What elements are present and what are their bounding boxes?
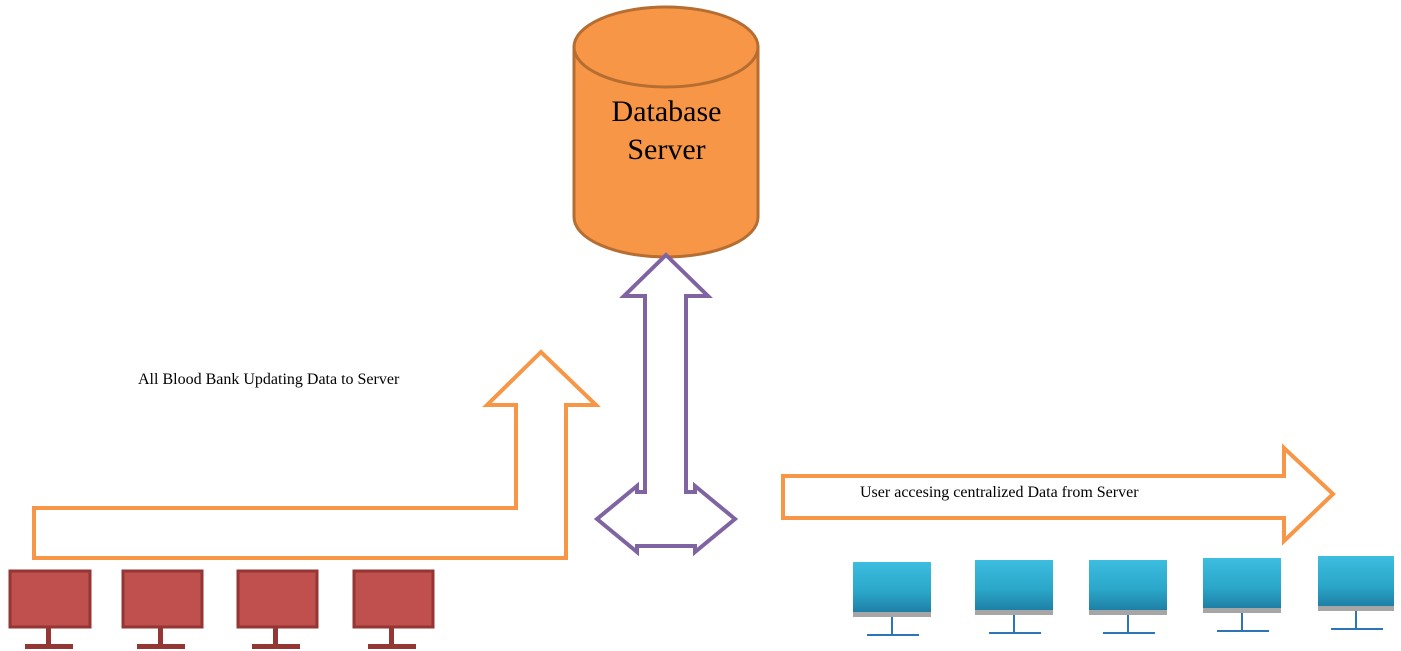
monitor-screen [352, 569, 435, 629]
monitor-bezel [853, 612, 931, 617]
monitor-stand [389, 628, 394, 646]
monitor-base [252, 644, 300, 649]
access-arrow-label: User accesing centralized Data from Serv… [860, 484, 1139, 501]
monitor-base [368, 644, 416, 649]
monitor-base [1103, 632, 1155, 634]
sync-arrow [593, 252, 739, 557]
monitor-screen [236, 569, 319, 629]
database-cylinder-top [572, 5, 760, 89]
monitor-bezel [1203, 608, 1281, 613]
monitor-base [867, 634, 919, 636]
monitor-screen [1203, 558, 1281, 608]
blood-bank-computer [352, 569, 435, 649]
monitor-base [989, 632, 1041, 634]
monitor-screen [975, 560, 1053, 610]
monitor-screen [121, 569, 204, 629]
database-label-line2: Server [627, 133, 706, 166]
monitor-stand [1127, 615, 1129, 633]
access-arrow [781, 443, 1336, 546]
user-computer [1318, 556, 1394, 630]
monitor-stand [158, 628, 163, 646]
monitor-bezel [1318, 606, 1394, 611]
monitor-stand [1013, 615, 1015, 633]
database-server-label: Database Server [574, 93, 759, 169]
monitor-screen [853, 562, 931, 612]
monitor-screen [8, 569, 92, 629]
blood-bank-computer [121, 569, 204, 649]
monitor-base [137, 644, 185, 649]
monitor-bezel [975, 610, 1053, 615]
database-server-cylinder [572, 5, 760, 259]
monitor-stand [1355, 611, 1357, 629]
user-computer [1089, 560, 1167, 634]
user-computer [853, 562, 931, 636]
monitor-base [25, 644, 73, 649]
monitor-bezel [1089, 610, 1167, 615]
user-computer [1203, 558, 1281, 632]
database-label-line1: Database [611, 95, 722, 128]
blood-bank-computers [8, 569, 435, 649]
blood-bank-computer [236, 569, 319, 649]
monitor-stand [46, 628, 51, 646]
monitor-base [1217, 630, 1269, 632]
monitor-screen [1089, 560, 1167, 610]
monitor-base [1331, 628, 1383, 630]
monitor-screen [1318, 556, 1394, 606]
blood-bank-computer [8, 569, 92, 649]
user-computers [853, 556, 1394, 636]
upload-arrow [32, 349, 601, 560]
monitor-stand [891, 617, 893, 635]
monitor-stand [273, 628, 278, 646]
upload-arrow-label: All Blood Bank Updating Data to Server [138, 371, 400, 388]
user-computer [975, 560, 1053, 634]
monitor-stand [1241, 613, 1243, 631]
